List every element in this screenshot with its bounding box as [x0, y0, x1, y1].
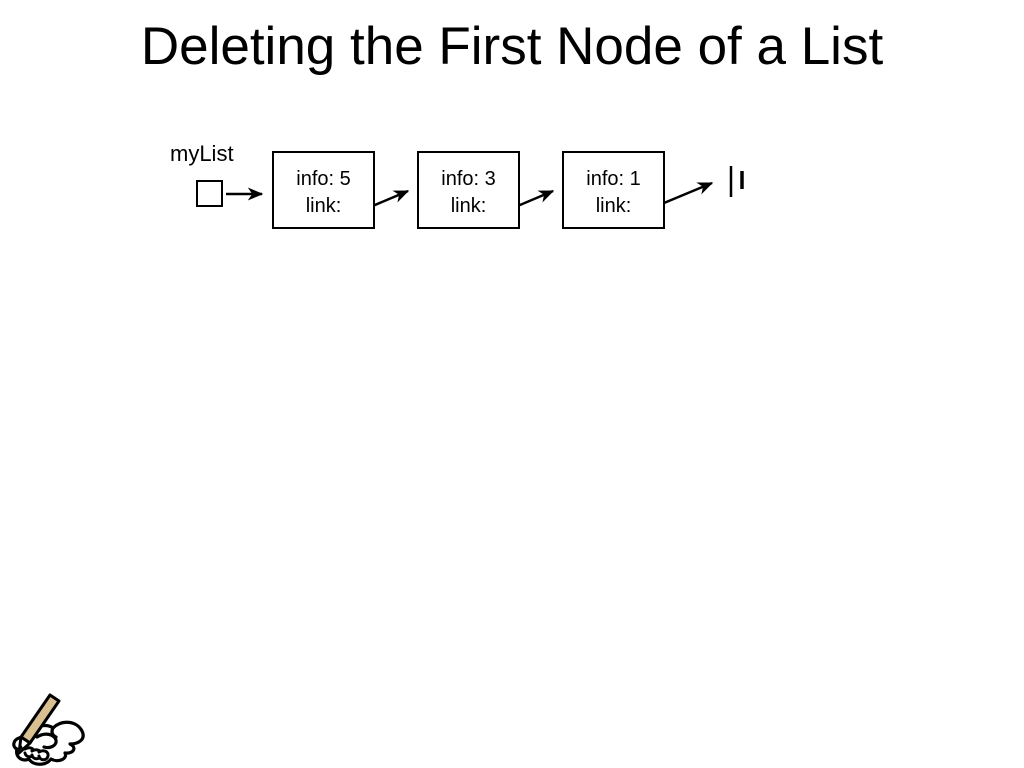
node1-link-field: link: — [305, 195, 342, 217]
node3-info-field: info: 1 — [586, 168, 641, 190]
writing-hand-logo-icon — [6, 692, 90, 768]
list-node-1: info: 5 link: — [272, 151, 375, 229]
node2-link-field: link: — [450, 195, 487, 217]
list-node-3: info: 1 link: — [562, 151, 665, 229]
node3-link-field: link: — [595, 195, 632, 217]
mylist-pointer-label: myList — [170, 141, 234, 166]
mylist-pointer-box — [196, 180, 223, 207]
list-node-2: info: 3 link: — [417, 151, 520, 229]
slide-title: Deleting the First Node of a List — [140, 17, 884, 76]
node1-info-field: info: 5 — [296, 168, 351, 190]
node2-info-field: info: 3 — [441, 168, 496, 190]
